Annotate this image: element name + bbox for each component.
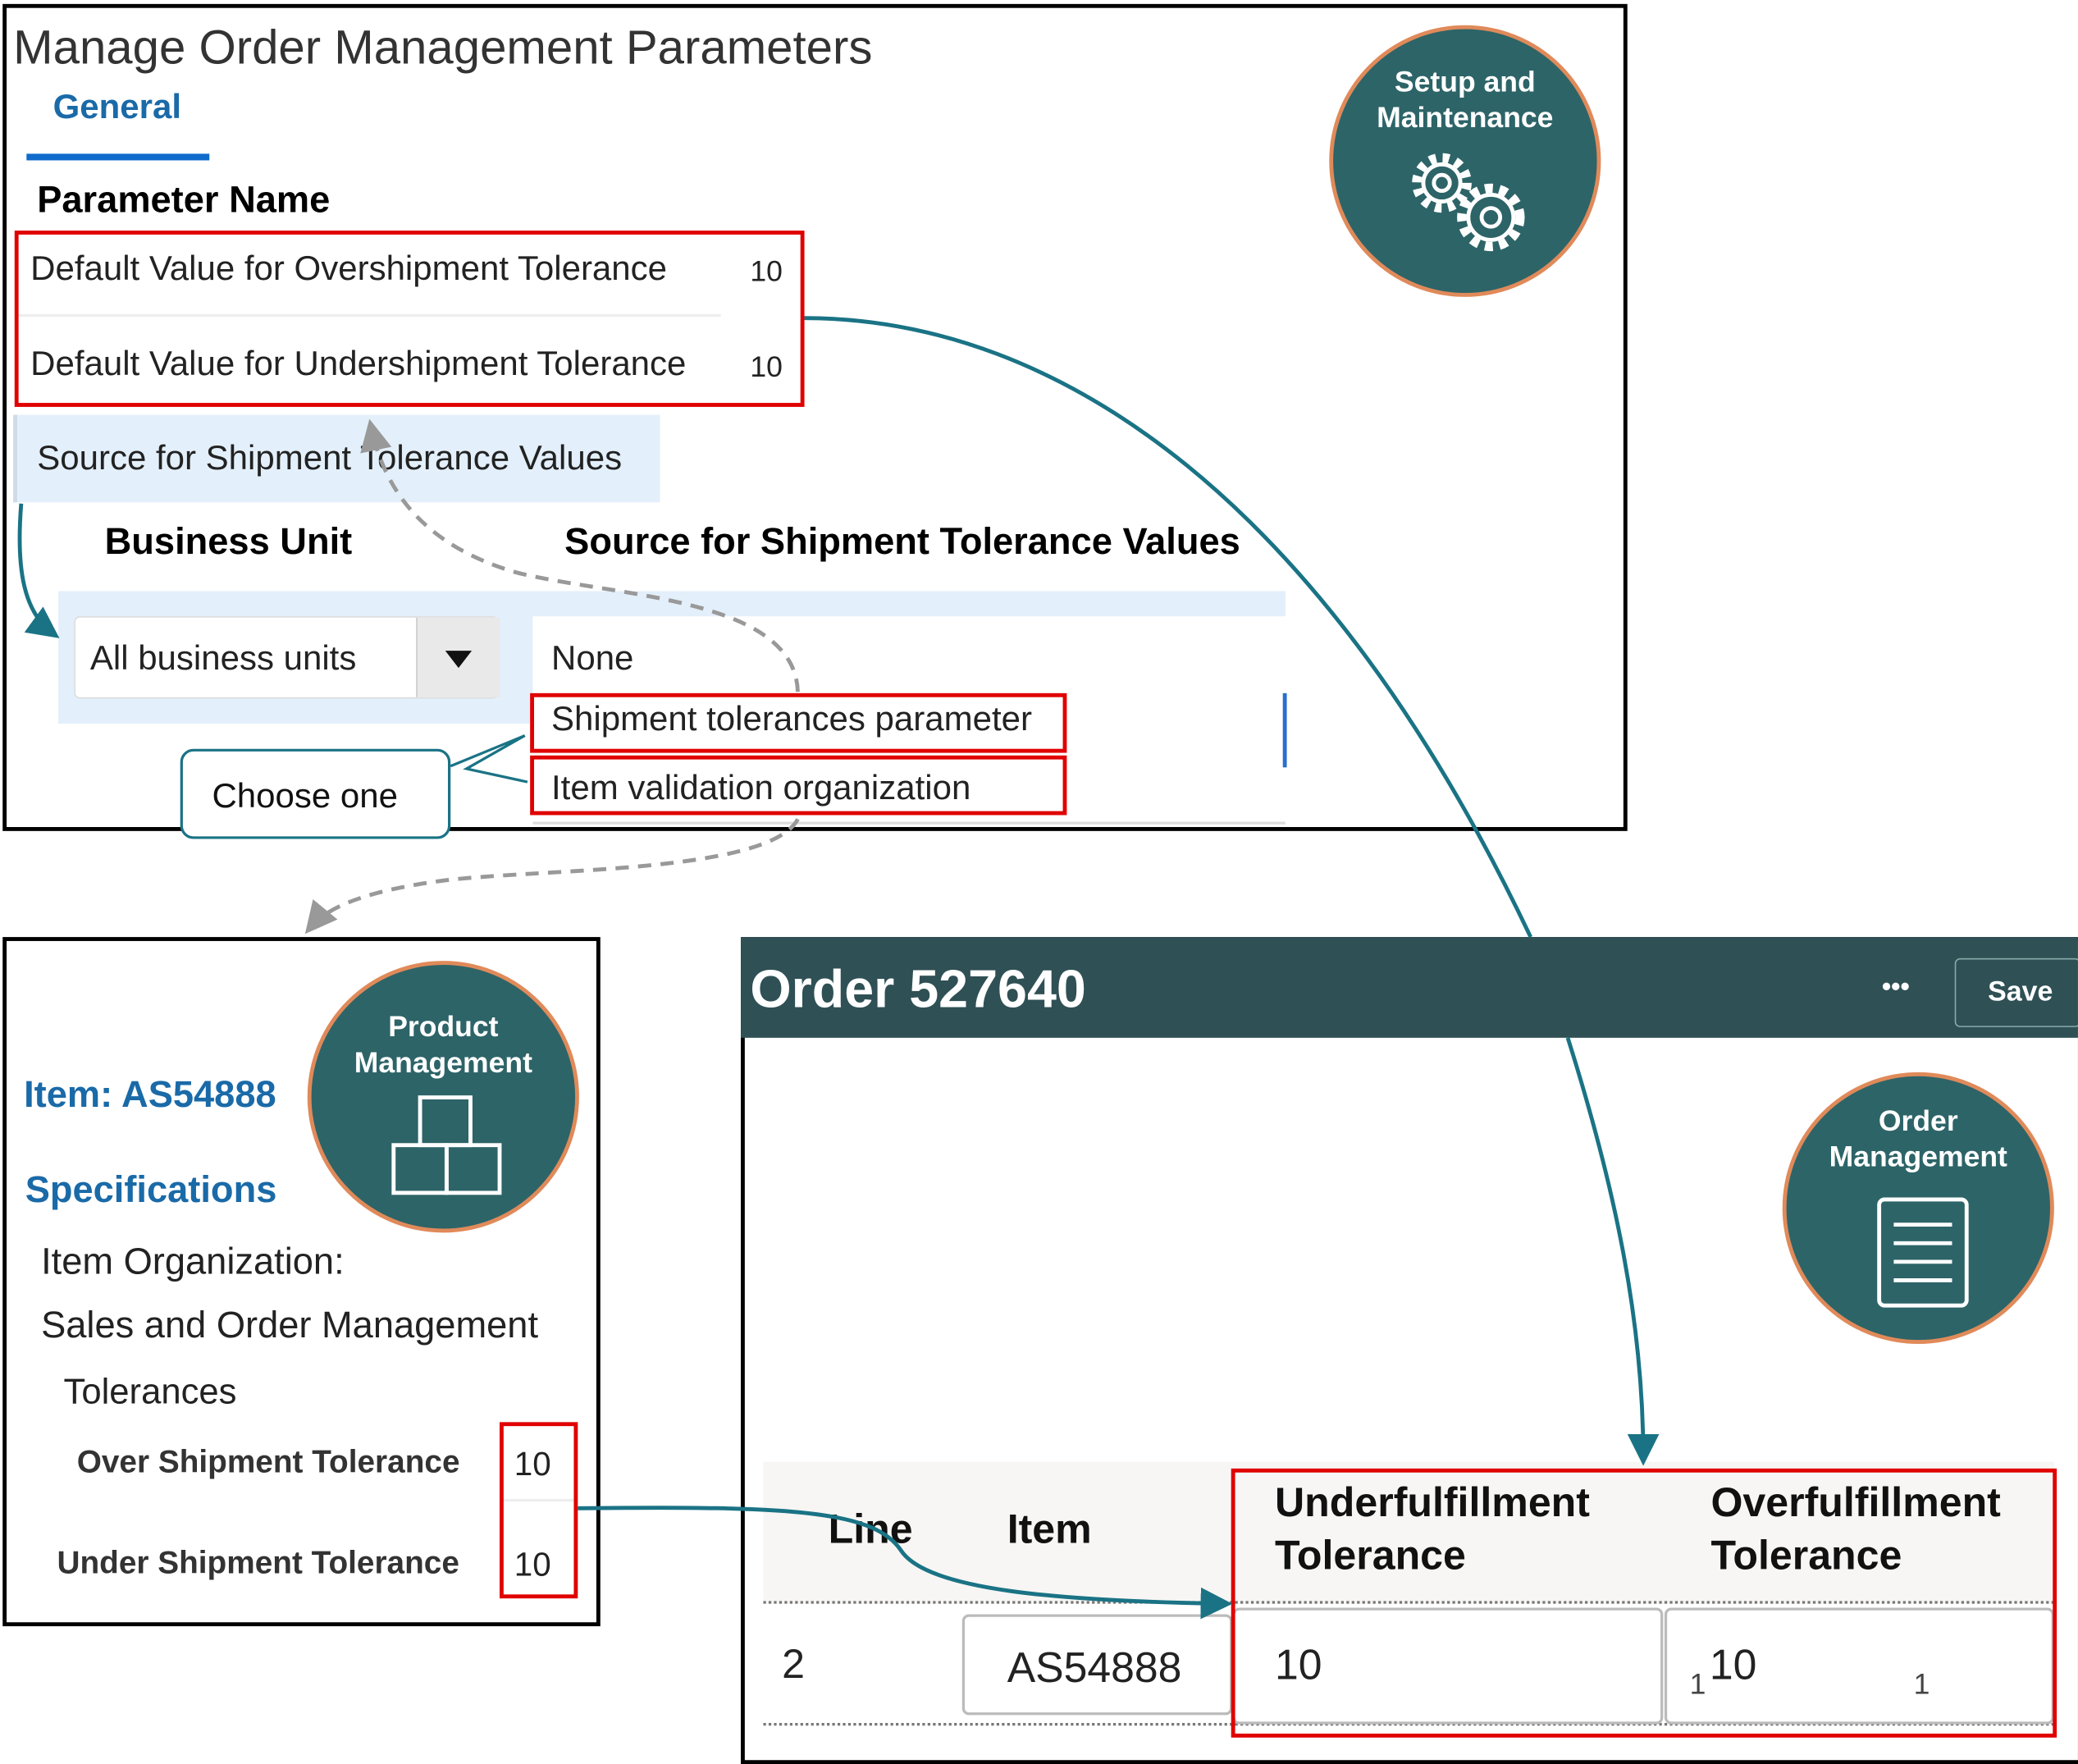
option-none[interactable]: None — [551, 638, 634, 678]
item-value: AS54888 — [1007, 1643, 1182, 1692]
highlight-option-2 — [530, 755, 1067, 816]
connector-params-to-order — [804, 316, 1532, 939]
order-header-bar — [741, 937, 2078, 1038]
badge-label: Maintenance — [1377, 100, 1554, 135]
source-dropdown-list — [532, 616, 1286, 825]
param-row-undershipment[interactable]: Default Value for Undershipment Toleranc… — [30, 343, 687, 383]
column-header-overfulfillment-2: Tolerance — [1710, 1532, 1902, 1579]
param-row-source-selected[interactable] — [13, 414, 660, 503]
column-header-item: Item — [1007, 1506, 1092, 1552]
product-management-badge: Product Management — [307, 961, 579, 1233]
callout-box — [180, 748, 451, 839]
business-unit-value: All business units — [89, 638, 357, 678]
column-header-business-unit: Business Unit — [104, 520, 353, 562]
param-value-overshipment: 10 — [750, 254, 783, 288]
highlight-default-values — [14, 231, 805, 407]
specifications-link[interactable]: Specifications — [25, 1168, 277, 1210]
connector-item-to-order — [578, 1506, 1233, 1620]
under-shipment-label: Under Shipment Tolerance — [57, 1545, 459, 1582]
badge-label: Management — [354, 1045, 532, 1079]
over-shipment-value[interactable]: 10 — [514, 1446, 551, 1483]
column-header-parameter-name: Parameter Name — [37, 179, 331, 221]
item-title[interactable]: Item: AS54888 — [24, 1073, 276, 1115]
row-divider — [16, 313, 721, 318]
over-shipment-label: Over Shipment Tolerance — [76, 1444, 460, 1481]
tolerances-group: Tolerances — [63, 1371, 237, 1412]
underfulfillment-input[interactable] — [1232, 1607, 1664, 1725]
chevron-down-icon — [445, 651, 473, 669]
badge-label: Order — [1878, 1104, 1958, 1138]
save-label: Save — [1988, 976, 2053, 1008]
under-shipment-value[interactable]: 10 — [514, 1547, 551, 1584]
param-value-undershipment: 10 — [750, 350, 783, 383]
overfulfillment-marker: 1 — [1689, 1667, 1706, 1701]
highlight-item-tolerances — [500, 1422, 578, 1599]
highlight-order-tolerances — [1231, 1468, 2057, 1738]
badge-label: Management — [1829, 1140, 2007, 1173]
table-header — [763, 1461, 2054, 1604]
overfulfillment-value: 10 — [1709, 1640, 1757, 1689]
column-header-underfulfillment-2: Tolerance — [1275, 1532, 1466, 1579]
document-icon — [1877, 1197, 1969, 1308]
order-management-badge: Order Management — [1782, 1072, 2054, 1345]
row-divider — [502, 1499, 574, 1502]
connector-source-to-bu — [17, 503, 60, 638]
save-button[interactable]: Save — [1954, 957, 2078, 1027]
order-title: Order 527640 — [750, 961, 1086, 1020]
connector-order-arrow — [1565, 1037, 1660, 1466]
column-header-source: Source for Shipment Tolerance Values — [564, 520, 1240, 562]
callout-pointer — [450, 734, 528, 784]
badge-label: Product — [388, 1009, 499, 1044]
option-item-validation-organization[interactable]: Item validation organization — [551, 767, 971, 807]
boxes-icon — [391, 1095, 502, 1195]
overfulfillment-marker: 1 — [1913, 1667, 1930, 1701]
line-number: 2 — [782, 1640, 805, 1688]
callout-text: Choose one — [212, 775, 398, 816]
column-header-underfulfillment: Underfulfillment — [1275, 1478, 1590, 1526]
overfulfillment-input[interactable] — [1664, 1607, 2054, 1725]
item-organization-label: Item Organization: — [41, 1241, 345, 1282]
option-shipment-tolerances-parameter[interactable]: Shipment tolerances parameter — [551, 698, 1032, 738]
more-actions-button[interactable]: ••• — [1881, 972, 1910, 1003]
tab-underline — [26, 153, 210, 161]
dropdown-button[interactable] — [416, 617, 500, 697]
setup-maintenance-badge: Setup and Maintenance — [1329, 25, 1601, 297]
list-scroll-indicator — [1282, 692, 1287, 768]
dashed-connector-up — [360, 418, 800, 692]
column-header-overfulfillment: Overfulfillment — [1710, 1478, 2001, 1526]
page-title: Manage Order Management Parameters — [13, 20, 873, 75]
tab-general[interactable]: General — [53, 86, 182, 126]
item-input[interactable]: AS54888 — [961, 1614, 1233, 1716]
row-bottom-divider — [763, 1723, 2054, 1726]
gears-icon — [1412, 153, 1525, 252]
dashed-connector-down — [304, 818, 800, 935]
param-row-overshipment[interactable]: Default Value for Overshipment Tolerance — [30, 248, 668, 288]
underfulfillment-value: 10 — [1275, 1640, 1322, 1689]
highlight-option-1 — [530, 692, 1067, 753]
item-organization-value: Sales and Order Management — [41, 1304, 539, 1346]
badge-label: Setup and — [1394, 65, 1536, 98]
business-unit-select[interactable]: All business units — [74, 616, 500, 699]
param-row-source-label: Source for Shipment Tolerance Values — [37, 437, 623, 478]
